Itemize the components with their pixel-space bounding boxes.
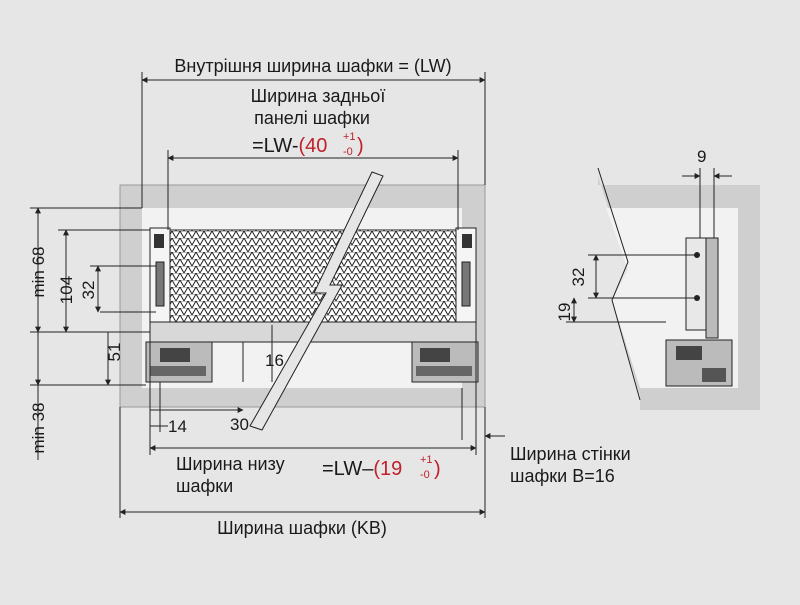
dim-r19: 19	[555, 303, 574, 322]
side-wall-label-1: Ширина стінки	[510, 444, 631, 464]
back-paren-close: )	[357, 135, 364, 157]
back-tol-down: -0	[343, 146, 353, 158]
bottom-formula: =LW–(19	[322, 458, 402, 480]
bottom-paren-close: )	[434, 458, 441, 480]
dim-9: 9	[697, 147, 706, 166]
back-tol-up: +1	[343, 131, 356, 143]
runner-right	[411, 341, 479, 383]
dim-min68: min 68	[29, 246, 48, 297]
dim-16: 16	[265, 351, 284, 370]
dim-30: 30	[230, 415, 249, 434]
side-wall-label-2: шафки B=16	[510, 466, 615, 486]
clip-left	[154, 234, 164, 248]
bottom-tol-down: -0	[420, 469, 430, 481]
dim-104: 104	[57, 276, 76, 304]
back-panel-formula: =LW-(40	[252, 135, 327, 157]
break-line	[249, 171, 384, 431]
rail-right	[461, 261, 471, 307]
back-panel-mesh	[167, 229, 459, 323]
dim-14: 14	[168, 417, 187, 436]
dim-r32: 32	[569, 268, 588, 287]
dim-51: 51	[105, 343, 124, 362]
rail-left	[155, 261, 165, 307]
runner-left	[145, 341, 213, 383]
bottom-label-1: Ширина низу	[176, 454, 285, 474]
dim-min38: min 38	[29, 402, 48, 453]
bottom-tol-up: +1	[420, 454, 433, 466]
cabinet-width-label: Ширина шафки (KB)	[217, 518, 387, 538]
back-panel-label-2: панелі шафки	[254, 108, 370, 128]
dim-32: 32	[79, 281, 98, 300]
side-drawer-profile	[665, 237, 733, 387]
back-panel-label-1: Ширина задньої	[251, 86, 386, 106]
top-width-label: Внутрішня ширина шафки = (LW)	[174, 56, 451, 76]
side-break-line	[597, 167, 641, 401]
clip-right	[462, 234, 472, 248]
bottom-label-2: шафки	[176, 476, 233, 496]
